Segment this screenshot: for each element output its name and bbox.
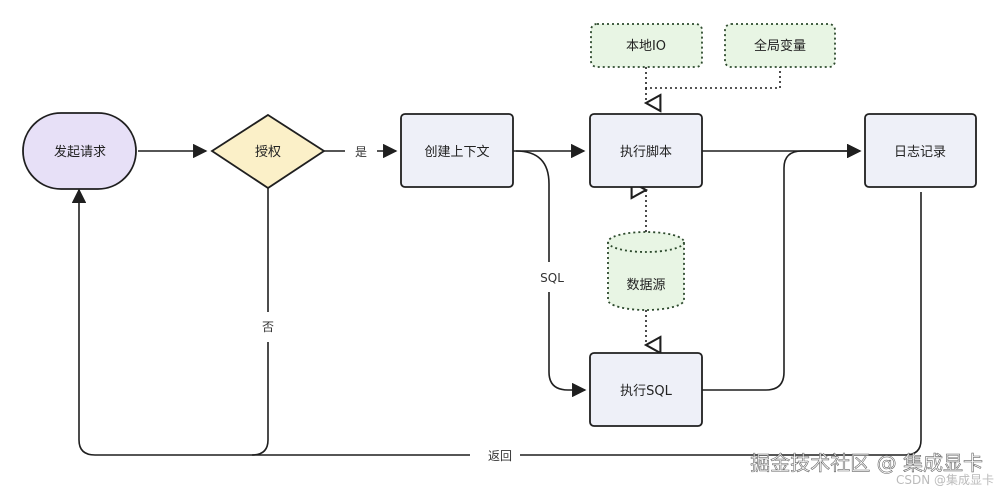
edge-label-no: 否 bbox=[262, 320, 274, 334]
edge-sql-log bbox=[702, 143, 862, 391]
edge-label-sql: SQL bbox=[540, 271, 564, 285]
node-datasource[interactable]: 数据源 bbox=[607, 231, 685, 311]
edge-label-return: 返回 bbox=[488, 449, 512, 463]
node-exec-script[interactable]: 执行脚本 bbox=[589, 113, 703, 188]
edge-context-sql-a bbox=[515, 150, 550, 262]
edge-log-return-b bbox=[71, 188, 470, 456]
node-start[interactable]: 发起请求 bbox=[22, 112, 137, 190]
node-exec-sql-label: 执行SQL bbox=[620, 384, 672, 399]
dotted-edges bbox=[645, 67, 781, 345]
watermark-sub: CSDN @集成显卡 bbox=[896, 472, 994, 487]
node-global-vars[interactable]: 全局变量 bbox=[724, 23, 836, 68]
edge-context-sql-b bbox=[548, 292, 587, 398]
node-log-label: 日志记录 bbox=[894, 145, 946, 160]
node-auth-label: 授权 bbox=[255, 144, 281, 160]
node-exec-script-label: 执行脚本 bbox=[620, 144, 672, 160]
node-local-io[interactable]: 本地IO bbox=[590, 23, 703, 68]
edges bbox=[71, 143, 922, 456]
node-datasource-label: 数据源 bbox=[626, 278, 665, 293]
edge-localio-script bbox=[645, 67, 781, 89]
node-auth[interactable]: 授权 bbox=[210, 113, 326, 190]
node-log[interactable]: 日志记录 bbox=[864, 113, 977, 188]
node-exec-sql[interactable]: 执行SQL bbox=[589, 352, 703, 427]
edge-log-return-a bbox=[520, 192, 922, 456]
edge-label-yes: 是 bbox=[355, 145, 367, 159]
watermark-main: 掘金技术社区 @ 集成显卡 bbox=[750, 451, 983, 475]
node-context-label: 创建上下文 bbox=[424, 145, 489, 160]
node-local-io-label: 本地IO bbox=[626, 39, 666, 54]
node-global-vars-label: 全局变量 bbox=[754, 38, 806, 54]
edge-auth-no-b bbox=[251, 342, 269, 456]
node-start-label: 发起请求 bbox=[54, 144, 106, 160]
node-context[interactable]: 创建上下文 bbox=[400, 113, 514, 188]
